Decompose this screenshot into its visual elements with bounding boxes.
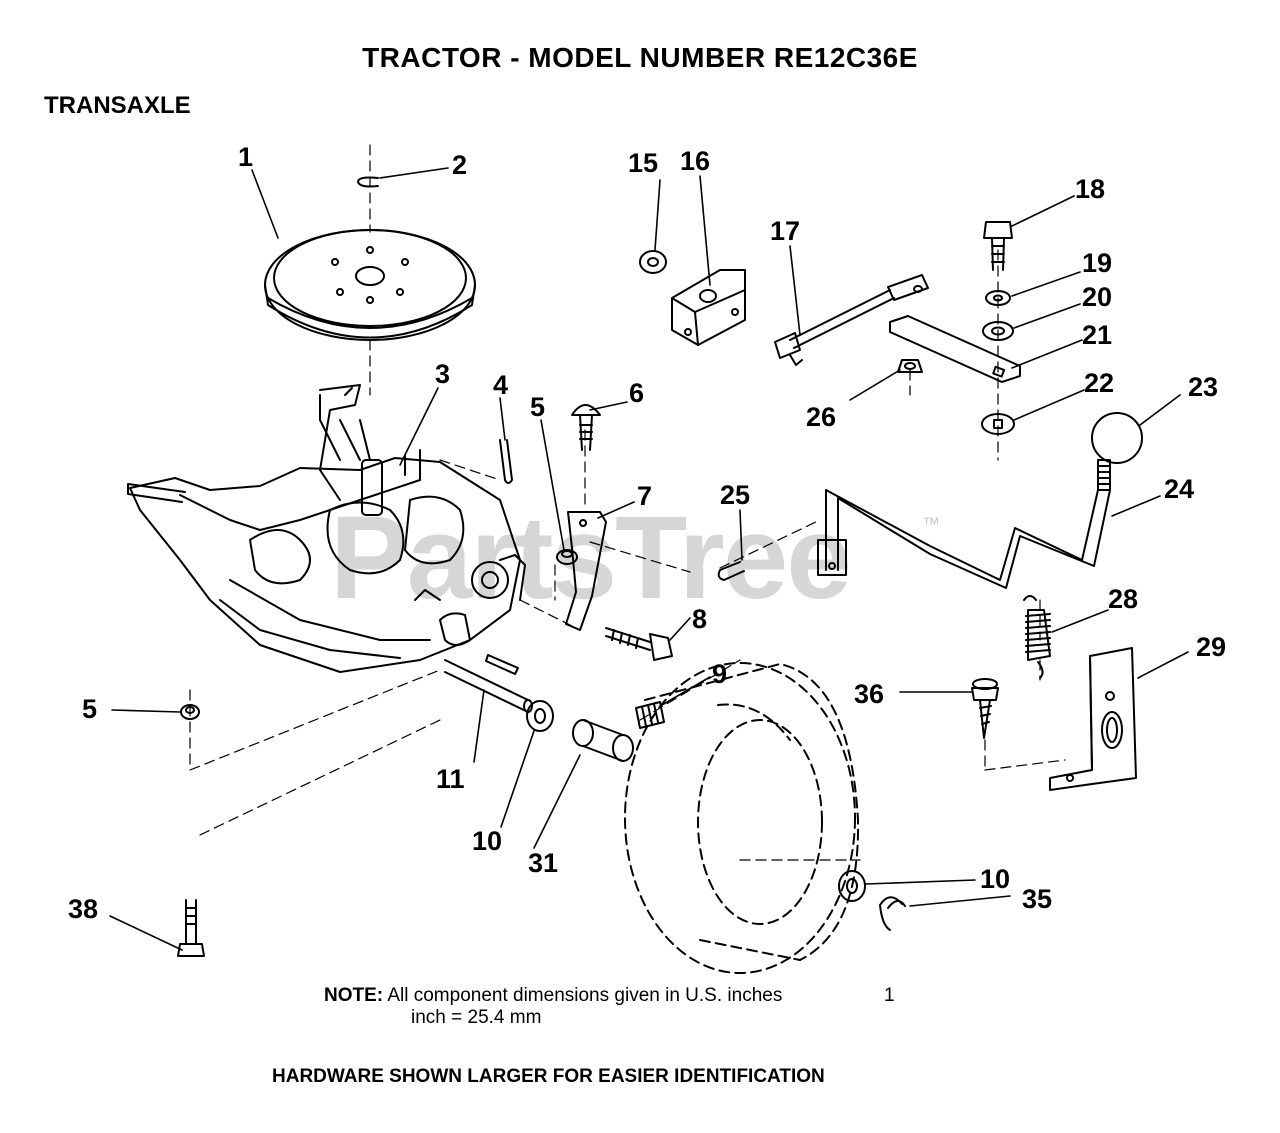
callout-10-right[interactable]: 10 (980, 864, 1010, 894)
hardware-footer-note: HARDWARE SHOWN LARGER FOR EASIER IDENTIF… (272, 1066, 825, 1087)
callout-22[interactable]: 22 (1084, 368, 1114, 398)
callout-31[interactable]: 31 (528, 848, 558, 878)
carriage-bolt-part[interactable] (571, 404, 601, 451)
callout-5-lower[interactable]: 5 (82, 694, 97, 724)
callout-38[interactable]: 38 (68, 894, 98, 924)
callout-18[interactable]: 18 (1075, 174, 1105, 204)
callout-17[interactable]: 17 (770, 216, 800, 246)
lock-washer-part[interactable] (985, 290, 1011, 306)
callout-10-left[interactable]: 10 (472, 826, 502, 856)
page-number: 1 (884, 985, 895, 1006)
note-line-2: inch = 25.4 mm (411, 1007, 542, 1028)
callout-5-upper[interactable]: 5 (530, 392, 545, 422)
e-clip-part[interactable] (357, 176, 379, 188)
trademark-symbol: ™ (922, 514, 940, 534)
mount-bracket-part[interactable] (671, 269, 746, 346)
lever-plate-part[interactable] (889, 315, 1021, 383)
washer-20-part[interactable] (982, 321, 1014, 341)
callout-3[interactable]: 3 (435, 359, 450, 389)
cotter-pin-part[interactable] (717, 561, 745, 581)
spacer-part[interactable] (572, 719, 634, 762)
transaxle-housing-part[interactable] (129, 384, 526, 673)
hex-bolt-part[interactable] (983, 221, 1013, 271)
lock-nut-part[interactable] (897, 359, 923, 373)
screw-part[interactable] (971, 678, 999, 739)
callout-36[interactable]: 36 (854, 679, 884, 709)
lower-nut-part[interactable] (180, 704, 200, 720)
washer-part[interactable] (526, 700, 554, 732)
page-title: TRACTOR - MODEL NUMBER RE12C36E (362, 42, 918, 73)
callout-6[interactable]: 6 (629, 378, 644, 408)
callout-35[interactable]: 35 (1022, 884, 1052, 914)
callout-19[interactable]: 19 (1082, 248, 1112, 278)
hairpin-clip-part[interactable] (879, 896, 906, 931)
pulley-part[interactable] (264, 229, 476, 341)
mounting-plate-part[interactable] (1049, 647, 1137, 791)
callout-28[interactable]: 28 (1108, 584, 1138, 614)
callout-7[interactable]: 7 (637, 481, 652, 511)
callout-24[interactable]: 24 (1164, 474, 1194, 504)
callout-2[interactable]: 2 (452, 150, 467, 180)
long-bolt-part[interactable] (177, 899, 205, 957)
callout-15[interactable]: 15 (628, 148, 658, 178)
flat-washer-part[interactable] (639, 250, 667, 274)
section-title: TRANSAXLE (44, 92, 191, 119)
note-line-1: All component dimensions given in U.S. i… (387, 985, 783, 1006)
shift-rod-part[interactable] (817, 459, 1111, 589)
callout-16[interactable]: 16 (680, 146, 710, 176)
bracket-part[interactable] (565, 511, 607, 631)
callout-25[interactable]: 25 (720, 480, 750, 510)
spring-part[interactable] (1023, 595, 1051, 679)
shift-lever-part[interactable] (319, 387, 353, 461)
callout-4[interactable]: 4 (493, 370, 508, 400)
watermark: PartsTree (330, 492, 852, 624)
callout-11[interactable]: 11 (436, 764, 465, 794)
axle-shaft-part[interactable] (444, 654, 533, 713)
callout-29[interactable]: 29 (1196, 632, 1226, 662)
left-axle-part[interactable] (127, 483, 186, 503)
square-washer-part[interactable] (981, 413, 1015, 435)
shift-knob-part[interactable] (1091, 412, 1143, 464)
outer-washer-part[interactable] (838, 870, 866, 902)
callout-23[interactable]: 23 (1188, 372, 1218, 402)
control-rod-part[interactable] (774, 274, 929, 366)
wheel-part[interactable] (624, 662, 860, 974)
callout-21[interactable]: 21 (1082, 320, 1112, 350)
callout-1[interactable]: 1 (238, 142, 253, 172)
dimension-note: NOTE: All component dimensions given in … (324, 985, 895, 1029)
callout-20[interactable]: 20 (1082, 282, 1112, 312)
pin-part[interactable] (499, 439, 513, 484)
bolt-part[interactable] (605, 627, 673, 661)
callout-9[interactable]: 9 (712, 659, 727, 689)
callout-26[interactable]: 26 (806, 402, 836, 432)
note-prefix: NOTE: (324, 985, 384, 1006)
callout-8[interactable]: 8 (692, 604, 707, 634)
